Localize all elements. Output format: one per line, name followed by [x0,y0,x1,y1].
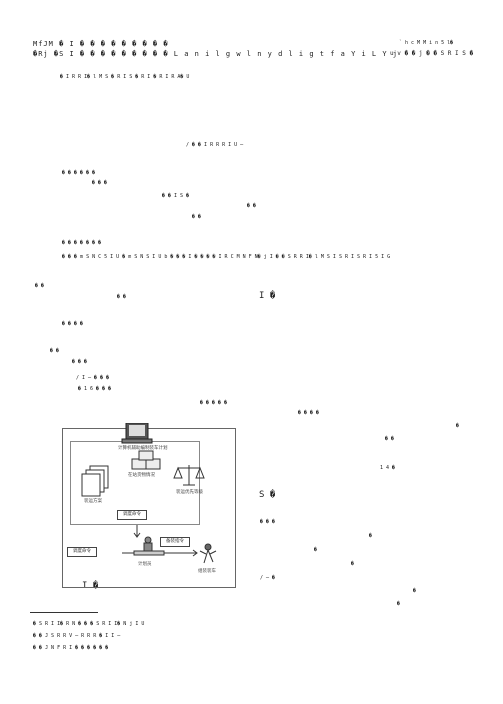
figure-outer-frame [62,428,236,588]
article-subhead: � I R R I� l M S � R I S � R I � R I R A… [60,74,190,80]
order-box: 调度命令 [117,510,147,520]
section-heading: I � [82,581,99,591]
body-line: � � [247,203,257,209]
body-line: / ─ � [260,575,276,581]
plan-label: 装运方案 [84,499,102,504]
planner-icon [133,536,165,556]
footnote-line: � S R I I� R N � � � S R I I� N j I U [33,621,145,627]
load-command-box: 备装指令 [160,537,190,547]
documents-icon [81,465,109,497]
body-line: � � � [92,180,108,186]
body-line: � � [35,283,45,289]
cargo-boxes-icon [131,450,161,470]
footnote-line: � � J N F R I � � � � � � [33,645,109,651]
header-left-line-1: MfJM � I � � � � � � � � � [33,40,169,48]
body-line: � 1 6 � � � [78,386,112,392]
body-line: � � [385,436,395,442]
flow-arrows [122,525,198,557]
body-line: � � � [72,359,88,365]
computer-icon [121,423,153,444]
dispatch-command-box: 调度命令 [67,547,97,557]
body-line: 1 4 � [380,465,396,471]
body-line: / I ─ � � � [76,375,110,381]
figure-graphics [81,423,217,564]
body-line: � [456,423,460,429]
body-line: � � [50,348,60,354]
body-line: � � � � � � [62,170,96,176]
balance-scale-icon [173,465,205,486]
body-line: � � [117,294,127,300]
workflow-figure: 计算机辅助编制装车计划 在站货物情况 装运优先等级 装运方案 调度命令 调度命令… [62,423,237,588]
body-line: � � � � [298,410,320,416]
body-line: � � I S � [162,193,190,199]
figure-title-label: 计算机辅助编制装车计划 [118,446,168,451]
body-line: � � � � � � � [62,240,102,246]
worker-icon [199,543,217,564]
body-line: � [369,533,373,539]
planner-label: 计划员 [138,562,152,567]
section-heading: I � [259,291,276,301]
section-heading: S � [259,490,276,500]
footnote-rule [30,612,98,613]
body-line: � � � � [62,321,84,327]
body-line: � � � m S N C 5 I U � m S N S I U b � � … [62,254,391,260]
body-line: � [314,547,318,553]
ranking-label: 装运优先等级 [176,490,203,495]
body-line: � � � [260,519,276,525]
body-line: / � � I R R R I U ─ [186,142,244,148]
footnote-line: � � J S R R V ─ R R R � I I ─ [33,633,121,639]
body-line: � � [192,214,202,220]
body-line: � � � � � [200,400,228,406]
header-right-line-1: ` h c M M i n 5 l� [399,40,454,46]
header-left-line-2: �Rj �S I � � � � � � � � � L a n i l g w… [33,50,399,58]
cargo-label: 在站货物情况 [128,473,155,478]
body-line: � [351,561,355,567]
body-line: � [397,601,401,607]
header-right-line-2: u v � � j � � S R I S � [390,50,474,57]
operator-label: 组装装车 [198,569,216,574]
body-line: � [413,588,417,594]
